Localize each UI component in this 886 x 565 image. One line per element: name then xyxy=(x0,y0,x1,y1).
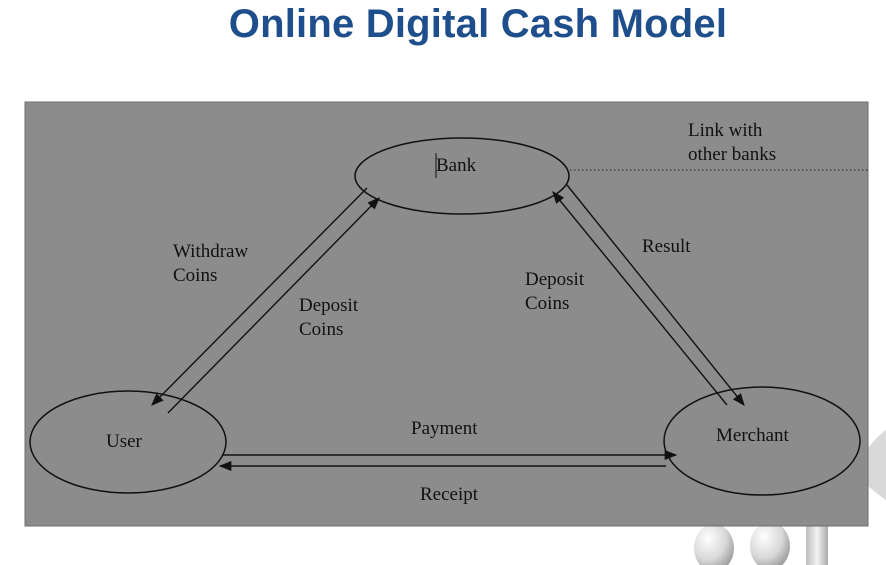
merchant-deposit-label-line2: Coins xyxy=(525,293,569,314)
link-note-line1: Link with xyxy=(688,120,763,141)
bank-label: Bank xyxy=(436,155,477,176)
withdraw-label-line2: Coins xyxy=(173,265,217,286)
link-note-line2: other banks xyxy=(688,144,776,165)
user-deposit-coins-arrow xyxy=(167,197,380,414)
result-label: Result xyxy=(642,236,691,257)
payment-label: Payment xyxy=(411,418,478,439)
user-deposit-label-line1: Deposit xyxy=(299,295,359,316)
user-label: User xyxy=(106,431,143,452)
slide-title: Online Digital Cash Model xyxy=(0,2,886,47)
merchant-label: Merchant xyxy=(716,425,790,446)
user-deposit-label-line2: Coins xyxy=(299,319,343,340)
user-node xyxy=(29,390,227,494)
withdraw-coins-arrow xyxy=(151,187,368,406)
receipt-label: Receipt xyxy=(420,484,479,505)
merchant-deposit-coins-arrow xyxy=(552,191,728,406)
withdraw-label-line1: Withdraw xyxy=(173,241,248,262)
merchant-node xyxy=(663,386,861,496)
result-arrow xyxy=(566,184,745,406)
merchant-deposit-label-line1: Deposit xyxy=(525,269,585,290)
bank-node xyxy=(354,137,570,215)
decorative-figures xyxy=(694,430,886,565)
slide-title-text: Online Digital Cash Model xyxy=(228,2,728,46)
